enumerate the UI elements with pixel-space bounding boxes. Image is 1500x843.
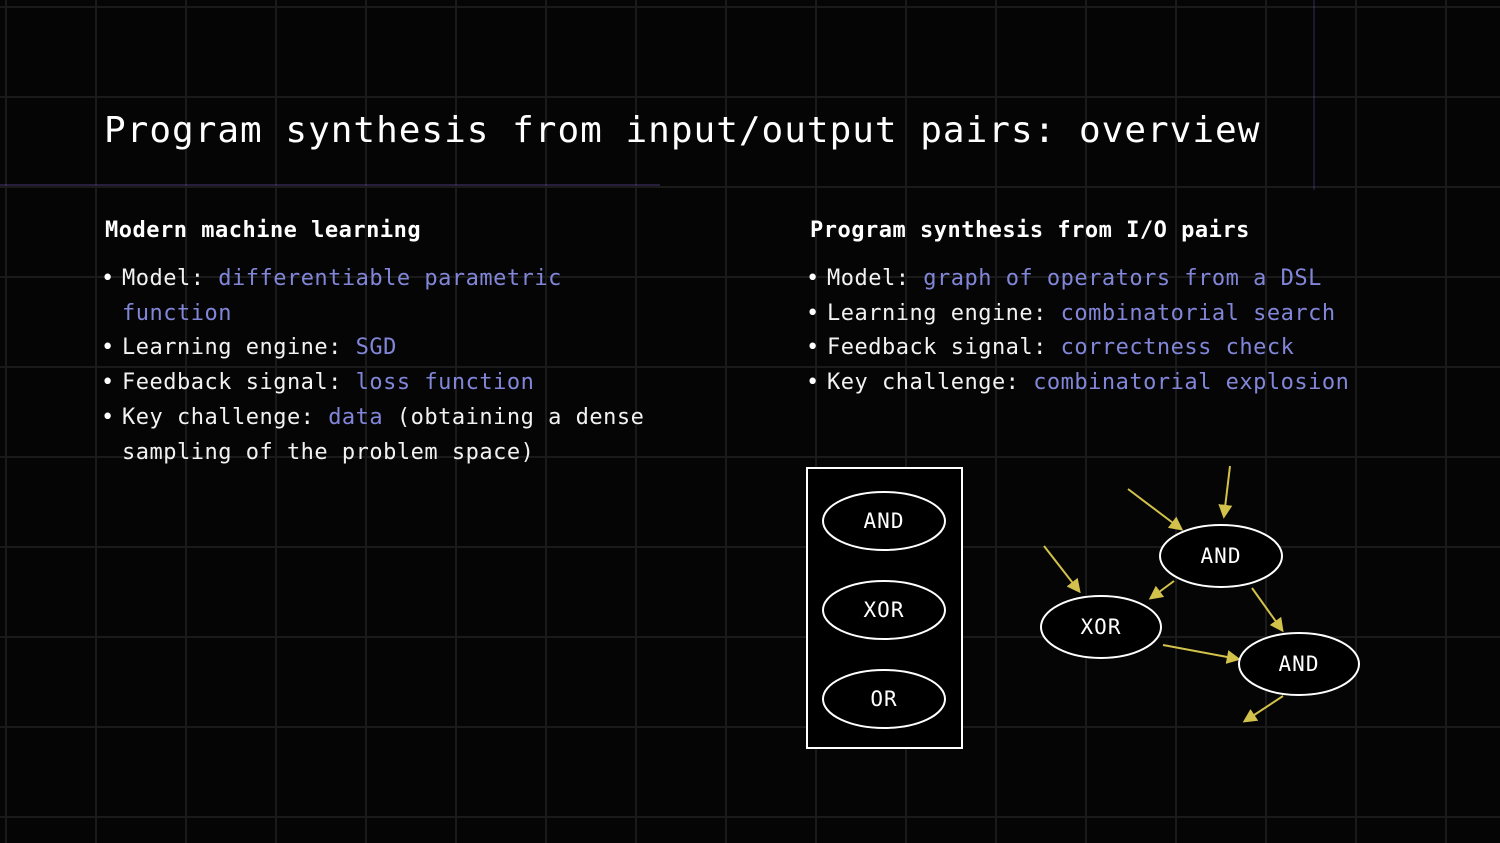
- left-column-heading: Modern machine learning: [105, 218, 422, 243]
- bullet-item: Learning engine: combinatorial search: [806, 297, 1387, 332]
- bullet-item: Model: differentiable parametric functio…: [101, 262, 667, 331]
- right-column-heading: Program synthesis from I/O pairs: [810, 218, 1250, 243]
- bullet-value: combinatorial explosion: [1033, 370, 1350, 396]
- dsl-operator-label: AND: [864, 509, 905, 533]
- graph-edge-arrow: [1127, 488, 1184, 531]
- dsl-operator-ellipse: [822, 580, 946, 640]
- grid-accent-line: [0, 184, 660, 186]
- bullet-label: Model:: [122, 266, 219, 291]
- bullet-item: Feedback signal: correctness check: [806, 331, 1387, 366]
- dsl-operator-label: XOR: [864, 598, 905, 622]
- bullet-label: Key challenge:: [827, 370, 1034, 396]
- bullet-item: Model: graph of operators from a DSL: [806, 262, 1387, 297]
- left-bullet-list: Model: differentiable parametric functio…: [101, 262, 667, 470]
- bullet-item: Key challenge: data (obtaining a dense s…: [101, 401, 667, 470]
- graph-node-ellipse: [1238, 632, 1360, 696]
- bullet-value: SGD: [355, 335, 397, 361]
- bullet-value: correctness check: [1060, 335, 1295, 361]
- bullet-value: data: [328, 404, 384, 430]
- slide-title: Program synthesis from input/output pair…: [104, 110, 1261, 151]
- bullet-label: Feedback signal:: [122, 370, 356, 396]
- dsl-operator-ellipse: [822, 491, 946, 551]
- graph-edge-arrow: [1148, 580, 1175, 600]
- graph-node-label: AND: [1279, 652, 1320, 676]
- bullet-label: Learning engine:: [122, 335, 356, 361]
- bullet-value: differentiable parametric function: [122, 266, 562, 326]
- bullet-value: graph of operators from a DSL: [923, 266, 1322, 291]
- bullet-item: Learning engine: SGD: [101, 331, 667, 366]
- bullet-label: Feedback signal:: [827, 335, 1061, 361]
- graph-node-ellipse: [1040, 595, 1162, 659]
- graph-edge-arrow: [1242, 695, 1284, 723]
- graph-edge-arrow: [1218, 465, 1233, 519]
- dsl-operator-ellipse: [822, 669, 946, 729]
- bullet-item: Feedback signal: loss function: [101, 366, 667, 401]
- graph-node-ellipse: [1159, 524, 1283, 588]
- dsl-operator-label: OR: [870, 687, 897, 711]
- graph-node-label: XOR: [1081, 615, 1122, 639]
- graph-edge-arrow: [1162, 644, 1241, 664]
- graph-edge-arrow: [1251, 587, 1284, 633]
- right-bullet-list: Model: graph of operators from a DSL Lea…: [806, 262, 1387, 401]
- bullet-label: Key challenge:: [122, 404, 329, 430]
- bullet-label: Model:: [827, 266, 924, 291]
- grid-accent-line: [1313, 0, 1315, 190]
- bullet-label: Learning engine:: [827, 300, 1061, 326]
- graph-node-label: AND: [1201, 544, 1242, 568]
- operator-graph-diagram: AND XOR OR AND XOR AND: [806, 465, 1360, 749]
- graph-edge-arrow: [1043, 545, 1081, 594]
- bullet-item: Key challenge: combinatorial explosion: [806, 366, 1387, 401]
- bullet-value: combinatorial search: [1060, 300, 1336, 326]
- bullet-suffix: (obtaining a dense sampling of the probl…: [122, 404, 645, 465]
- bullet-value: loss function: [355, 370, 535, 396]
